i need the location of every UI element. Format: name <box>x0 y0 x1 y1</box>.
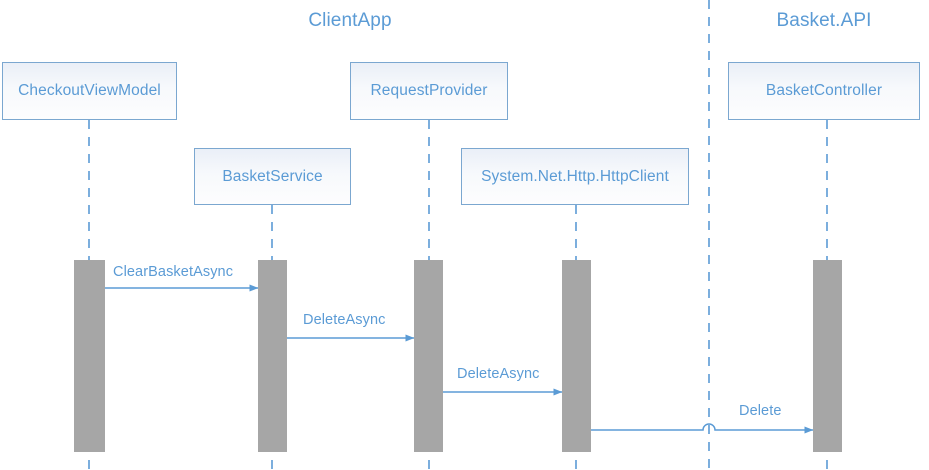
participant-label-checkout-view-model: CheckoutViewModel <box>18 82 161 99</box>
activation-bar-checkout-view-model <box>74 260 105 452</box>
participant-box-http-client[interactable]: System.Net.Http.HttpClient <box>461 148 689 205</box>
msg-delete-async-2-label: DeleteAsync <box>457 366 540 382</box>
participant-box-request-provider[interactable]: RequestProvider <box>350 62 508 120</box>
msg-delete-arrow <box>591 423 814 434</box>
activation-bars <box>74 260 842 452</box>
participant-label-basket-controller: BasketController <box>765 82 883 99</box>
group-title-basketapi: Basket.API <box>776 10 872 31</box>
group-title-clientapp: ClientApp <box>308 10 392 31</box>
message-arrows <box>105 284 814 434</box>
msg-delete-async-1-label: DeleteAsync <box>303 312 386 328</box>
activation-bar-basket-controller <box>813 260 842 452</box>
activation-bar-request-provider <box>414 260 443 452</box>
activation-bar-basket-service <box>258 260 287 452</box>
participant-box-checkout-view-model[interactable]: CheckoutViewModel <box>2 62 177 120</box>
participant-label-basket-service: BasketService <box>222 167 323 185</box>
msg-clear-basket-async-label: ClearBasketAsync <box>113 264 234 280</box>
participant-box-basket-controller[interactable]: BasketController <box>728 62 920 120</box>
activation-bar-http-client <box>562 260 591 452</box>
participant-box-basket-service[interactable]: BasketService <box>194 148 351 205</box>
participant-label-request-provider: RequestProvider <box>370 82 488 99</box>
participant-label-http-client: System.Net.Http.HttpClient <box>481 167 669 185</box>
msg-delete-label: Delete <box>739 403 782 419</box>
